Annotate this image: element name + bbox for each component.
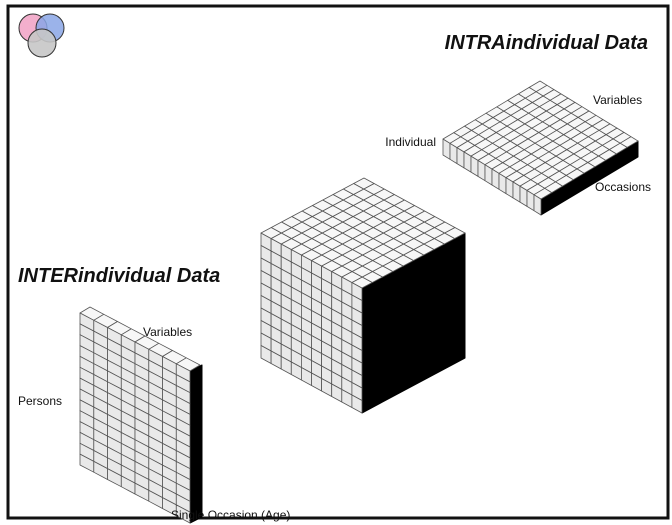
intra-data-slab xyxy=(442,80,639,216)
inter-slab-right-face xyxy=(189,364,203,524)
inter-persons-label: Persons xyxy=(18,394,62,408)
inter-title: INTERindividual Data xyxy=(18,265,220,287)
intra-occasions-label: Occasions xyxy=(595,180,651,194)
inter-data-slab xyxy=(79,306,203,524)
intra-slab-top-cell xyxy=(619,136,639,148)
inter-variables-label: Variables xyxy=(143,325,192,339)
intra-individual-label: Individual xyxy=(385,135,436,149)
intra-title: INTRAindividual Data xyxy=(445,32,648,54)
cube-left-cell xyxy=(351,394,363,414)
diagram-frame xyxy=(6,4,670,520)
intra-variables-label: Variables xyxy=(593,93,642,107)
data-box-cube xyxy=(260,177,466,414)
inter-occasion-label: Single Occasion (Age) xyxy=(171,508,290,522)
venn-logo xyxy=(18,13,65,58)
logo-circle-gray xyxy=(27,28,57,58)
inter-slab-front-cell xyxy=(175,504,191,524)
cube-top-cell xyxy=(353,177,375,190)
